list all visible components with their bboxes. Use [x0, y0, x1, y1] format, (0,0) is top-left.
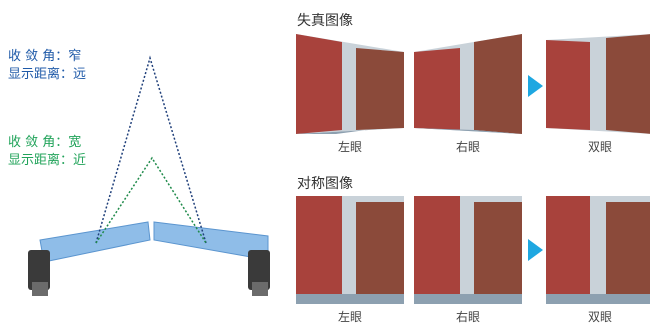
symmetric-right-image	[414, 196, 522, 304]
left-hinge-base	[32, 282, 48, 296]
distorted-left-image	[296, 34, 404, 134]
wide-convergence-lines	[95, 156, 207, 244]
wide-distance-label: 显示距离：近	[8, 153, 87, 168]
symmetric-both-image	[546, 196, 650, 304]
distorted-both-caption: 双眼	[587, 140, 612, 154]
left-lens	[39, 221, 151, 263]
left-hinge	[28, 250, 50, 290]
glasses-illustration	[28, 221, 270, 296]
narrow-convergence-lines	[95, 55, 207, 244]
symmetric-left-caption: 左眼	[337, 310, 362, 324]
narrow-angle-label: 收 敛 角：窄	[8, 49, 82, 64]
symmetric-left-image	[296, 196, 404, 304]
symmetric-both-caption: 双眼	[587, 310, 612, 324]
narrow-distance-label: 显示距离：远	[8, 67, 87, 82]
distorted-left-caption: 左眼	[337, 140, 362, 154]
distorted-title: 失真图像	[297, 13, 353, 29]
distorted-arrow-icon	[528, 75, 543, 97]
convergence-diagram	[28, 55, 270, 296]
symmetric-right-caption: 右眼	[455, 310, 480, 324]
symmetric-arrow-icon	[528, 239, 543, 261]
distorted-right-caption: 右眼	[455, 140, 480, 154]
distorted-right-image	[414, 34, 522, 134]
right-hinge	[248, 250, 270, 290]
distorted-both-image	[546, 34, 650, 134]
symmetric-title: 对称图像	[297, 176, 353, 192]
right-hinge-base	[252, 282, 268, 296]
wide-angle-label: 收 敛 角：宽	[8, 135, 82, 150]
